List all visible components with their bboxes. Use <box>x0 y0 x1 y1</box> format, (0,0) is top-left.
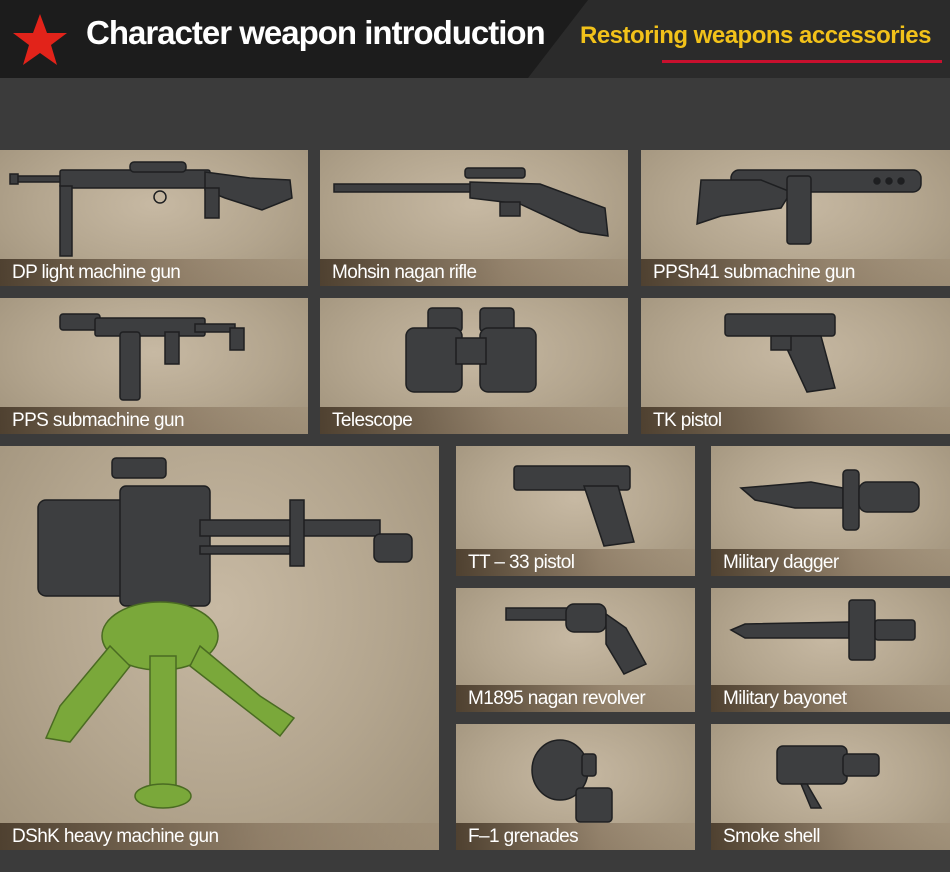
weapon-card-ppsh41: PPSh41 submachine gun <box>641 150 950 286</box>
weapon-card-smoke: Smoke shell <box>711 724 950 850</box>
page-title: Character weapon introduction <box>86 14 546 51</box>
weapon-label: PPSh41 submachine gun <box>641 259 950 286</box>
weapon-label: TK pistol <box>641 407 950 434</box>
weapon-label: PPS submachine gun <box>0 407 308 434</box>
weapon-label: Mohsin nagan rifle <box>320 259 628 286</box>
weapon-card-dp: DP light machine gun <box>0 150 308 286</box>
header-accent <box>528 0 950 78</box>
weapon-card-dagger: Military dagger <box>711 446 950 576</box>
weapon-card-tt33: TT – 33 pistol <box>456 446 695 576</box>
grenade-icon <box>531 739 613 823</box>
weapon-label: M1895 nagan revolver <box>456 685 695 712</box>
weapon-card-telescope: Telescope <box>320 298 628 434</box>
red-star-icon <box>13 14 67 65</box>
page-subtitle: Restoring weapons accessories <box>580 22 931 49</box>
weapon-label: Military dagger <box>711 549 950 576</box>
pistol-icon <box>724 313 836 393</box>
weapon-label: Military bayonet <box>711 685 950 712</box>
bayonet-icon <box>729 599 916 661</box>
submachine-gun-icon <box>59 313 245 401</box>
dagger-icon <box>739 469 920 531</box>
weapon-card-tk: TK pistol <box>641 298 950 434</box>
machine-gun-icon <box>9 161 293 257</box>
subtitle-underline <box>662 60 942 63</box>
weapon-label: Smoke shell <box>711 823 950 850</box>
weapon-label: DShK heavy machine gun <box>0 823 439 850</box>
weapon-label: TT – 33 pistol <box>456 549 695 576</box>
revolver-icon <box>505 603 648 675</box>
weapon-card-mosin: Mohsin nagan rifle <box>320 150 628 286</box>
submachine-gun-icon <box>696 169 922 245</box>
smoke-shell-icon <box>776 745 880 809</box>
weapon-card-pps: PPS submachine gun <box>0 298 308 434</box>
weapon-card-dshk: DShK heavy machine gun <box>0 446 439 850</box>
weapon-card-bayonet: Military bayonet <box>711 588 950 712</box>
weapon-card-f1: F–1 grenades <box>456 724 695 850</box>
weapon-label: DP light machine gun <box>0 259 308 286</box>
heavy-machine-gun-icon <box>37 457 413 809</box>
weapon-label: F–1 grenades <box>456 823 695 850</box>
rifle-icon <box>333 167 609 237</box>
pistol-icon <box>513 465 635 547</box>
weapon-label: Telescope <box>320 407 628 434</box>
binoculars-icon <box>405 307 537 393</box>
weapon-card-m1895: M1895 nagan revolver <box>456 588 695 712</box>
